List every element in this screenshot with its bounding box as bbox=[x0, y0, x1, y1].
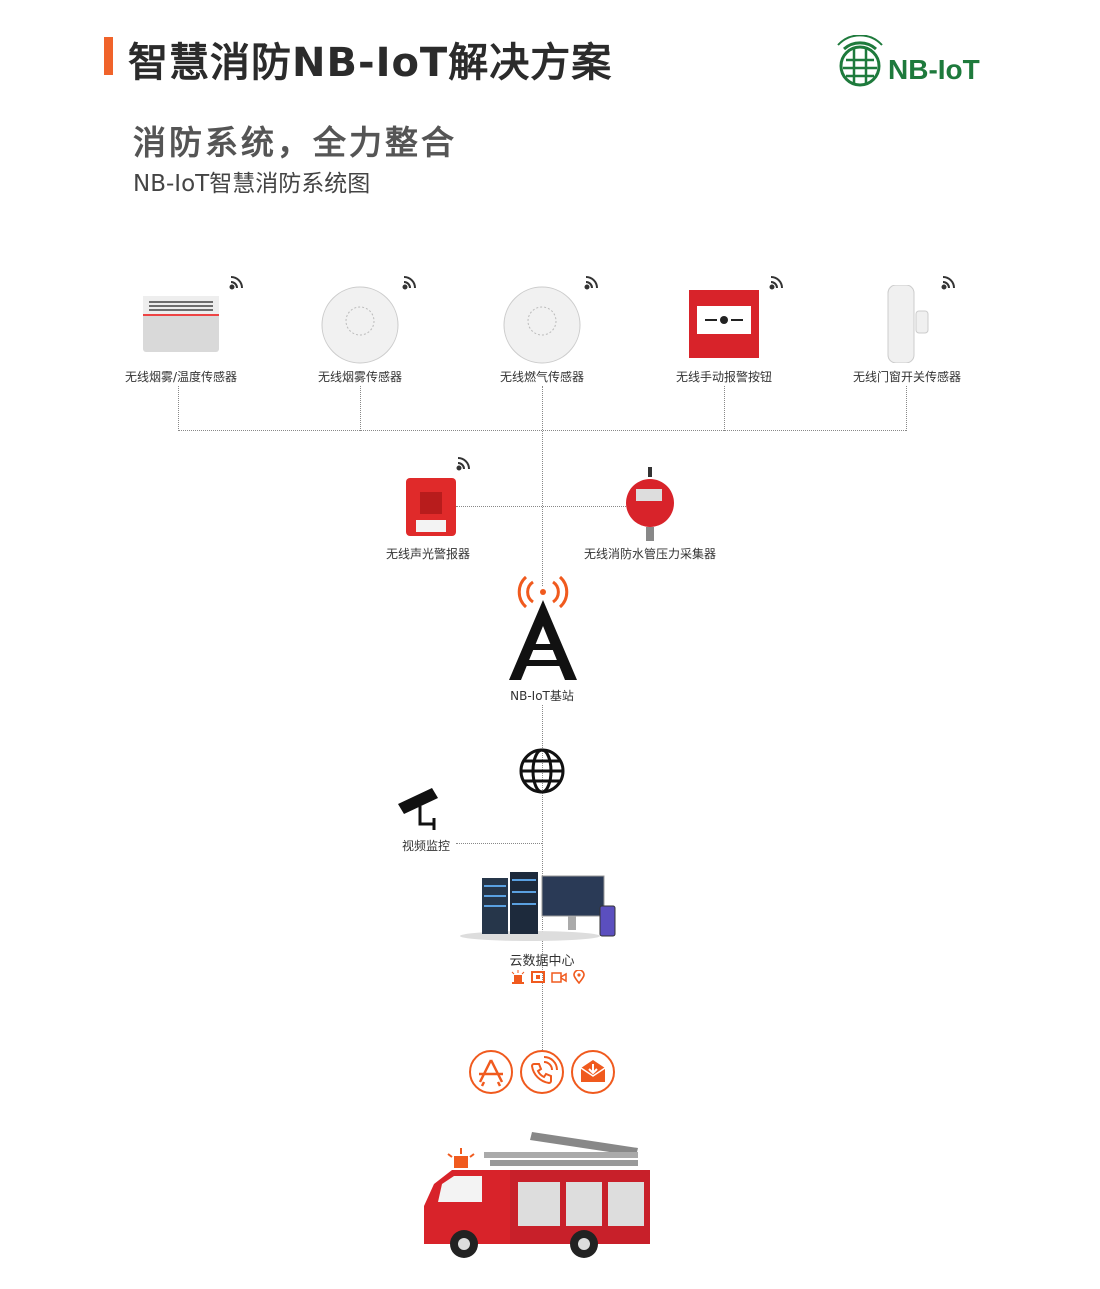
manual-alarm-button-image bbox=[689, 290, 759, 362]
subtitle-secondary: NB-IoT智慧消防系统图 bbox=[133, 171, 371, 197]
title-accent-bar bbox=[104, 37, 113, 75]
device-label: 无线燃气传感器 bbox=[499, 370, 585, 384]
smoke-temp-sensor-image bbox=[143, 294, 219, 358]
video-label: 视频监控 bbox=[401, 839, 451, 853]
wireless-signal-icon bbox=[402, 276, 416, 290]
wireless-signal-icon bbox=[584, 276, 598, 290]
cloud-data-center-image bbox=[460, 872, 616, 941]
device-label: 无线烟雾传感器 bbox=[317, 370, 403, 384]
surveillance-camera-icon bbox=[398, 788, 438, 830]
device-label: 无线门窗开关传感器 bbox=[852, 370, 962, 384]
pressure-label: 无线消防水管压力采集器 bbox=[583, 547, 717, 561]
nb-iot-logo: NB-IoT bbox=[836, 34, 986, 90]
device-label: 无线烟雾/温度传感器 bbox=[124, 370, 238, 384]
message-mail-button[interactable] bbox=[571, 1050, 615, 1094]
base-station-tower-icon bbox=[509, 575, 577, 680]
screen-icon bbox=[531, 971, 545, 983]
cloud-label: 云数据中心 bbox=[509, 954, 575, 969]
wireless-signal-icon bbox=[456, 457, 470, 471]
location-pin-icon bbox=[573, 970, 585, 984]
fire-truck-image bbox=[424, 1132, 650, 1258]
smoke-sensor-image bbox=[320, 285, 400, 369]
app-notification-button[interactable] bbox=[469, 1050, 513, 1094]
video-camera-icon bbox=[551, 972, 567, 983]
internet-globe-icon bbox=[519, 748, 565, 794]
subtitle-main: 消防系统，全力整合 bbox=[133, 123, 457, 162]
alarm-label: 无线声光警报器 bbox=[385, 547, 471, 561]
cloud-feature-icons bbox=[511, 970, 585, 984]
page-title: 智慧消防NB-IoT解决方案 bbox=[128, 40, 613, 86]
phone-call-button[interactable] bbox=[520, 1050, 564, 1094]
wireless-signal-icon bbox=[229, 276, 243, 290]
svg-text:NB-IoT: NB-IoT bbox=[888, 54, 980, 85]
main-trunk-line bbox=[542, 386, 543, 586]
wireless-signal-icon bbox=[941, 276, 955, 290]
alarm-light-icon bbox=[511, 970, 525, 984]
base-station-label: NB-IoT基站 bbox=[510, 689, 574, 703]
door-window-sensor-image bbox=[886, 284, 932, 367]
wireless-signal-icon bbox=[769, 276, 783, 290]
gas-sensor-image bbox=[502, 285, 582, 369]
pressure-collector-image bbox=[624, 467, 676, 546]
sound-light-alarm-image bbox=[406, 478, 456, 540]
device-label: 无线手动报警按钮 bbox=[675, 370, 773, 384]
